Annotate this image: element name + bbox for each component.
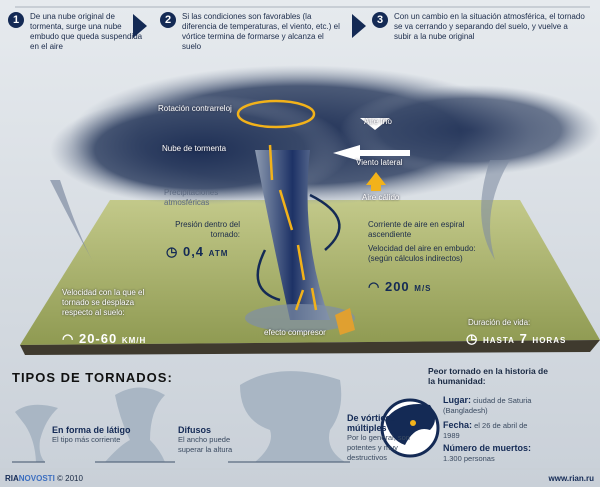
- compressor-label: efecto compresor: [264, 328, 326, 337]
- warm-air-label: Aire cálido: [362, 193, 400, 202]
- worst-deaths: Número de muertos:1.300 personas: [443, 443, 532, 463]
- arrow-right-icon: [133, 14, 147, 38]
- type-name: Difusos: [178, 425, 212, 435]
- step-number: 3: [372, 12, 388, 28]
- precipitation-label: Precipitaciones atmosféricas: [164, 188, 219, 207]
- step-text: De una nube original de tormenta, surge …: [30, 12, 143, 51]
- funnel-speed-value: ◠ 200 M/S: [368, 279, 432, 294]
- type-desc: Por lo general, son potentes y muy destr…: [347, 433, 410, 462]
- pressure-label: Presión dentro del tornado:: [175, 220, 240, 239]
- type-desc: El ancho puede superar la altura: [178, 435, 233, 454]
- worst-title: Peor tornado en la historia de la humani…: [428, 366, 548, 386]
- side-wind-label: Viento lateral: [356, 158, 403, 167]
- lifetime-value: ◷ HASTA 7 HORAS: [466, 331, 567, 346]
- step-number: 1: [8, 12, 24, 28]
- type-name: De vórtices múltiples: [347, 413, 396, 433]
- funnel-speed-label: Velocidad del aire en embudo: (según cál…: [368, 244, 476, 263]
- step-1: 1 De una nube original de tormenta, surge…: [8, 12, 143, 52]
- worst-date: Fecha: el 26 de abril de 1989: [443, 420, 528, 440]
- ground-speed-value: ◠ 20-60 KM/H: [62, 331, 147, 346]
- ground-speed-label: Velocidad con la que el tornado se despl…: [62, 288, 145, 317]
- pressure-value: ◷ 0,4 ATM: [166, 244, 229, 259]
- lifetime-label: Duración de vida:: [468, 318, 531, 327]
- types-title: TIPOS DE TORNADOS:: [12, 370, 173, 385]
- footer-url[interactable]: www.rian.ru: [548, 474, 595, 483]
- step-number: 2: [160, 12, 176, 28]
- step-2: 2 Si las condiciones son favorables (la d…: [160, 12, 340, 52]
- step-text: Si las condiciones son favorables (la di…: [182, 12, 340, 51]
- rotation-label: Rotación contrarreloj: [158, 104, 232, 113]
- type-name: En forma de látigo: [52, 425, 131, 435]
- type-desc: El tipo más corriente: [52, 435, 121, 444]
- cold-air-label: Aire frío: [364, 117, 393, 126]
- step-text: Con un cambio en la situación atmosféric…: [394, 12, 585, 41]
- arrow-right-icon: [352, 14, 366, 38]
- spiral-current-label: Corriente de aire en espiral ascendiente: [368, 220, 465, 239]
- worst-place: Lugar: ciudad de Saturia (Bangladesh): [443, 395, 532, 415]
- footer-brand: RIANOVOSTI © 2010: [5, 474, 83, 483]
- storm-cloud-label: Nube de tormenta: [162, 144, 227, 153]
- step-3: 3 Con un cambio en la situación atmosféri…: [372, 12, 587, 42]
- globe-icon: [380, 398, 440, 458]
